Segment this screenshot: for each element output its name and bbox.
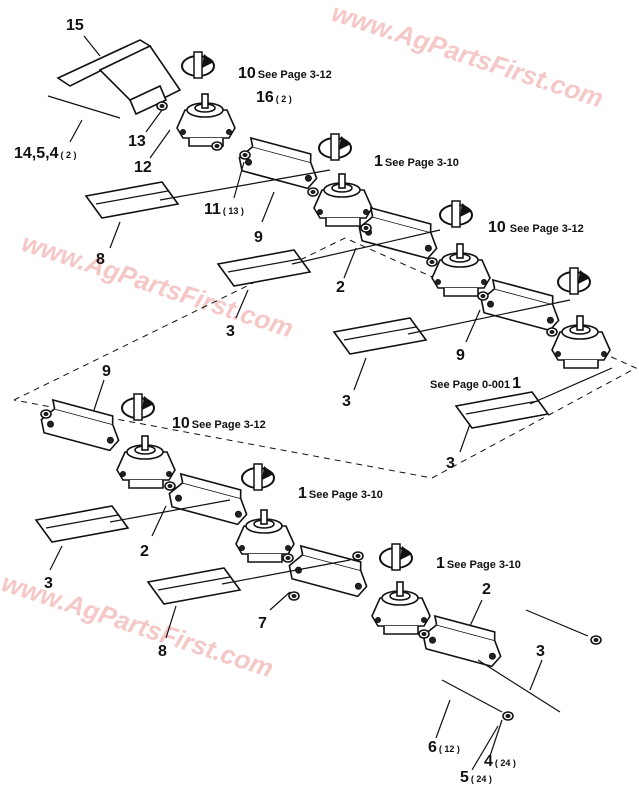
- callout-9-c: 9: [102, 363, 111, 380]
- callout-2-c: 2: [482, 581, 491, 598]
- callout-2-b: 2: [140, 543, 149, 560]
- callout-6: 6( 12 ): [428, 739, 460, 756]
- knives-lower: [35, 499, 351, 605]
- callout-3-c: 3: [446, 455, 455, 472]
- callout-15: 15: [66, 17, 84, 34]
- callout-8-b: 8: [158, 643, 167, 660]
- continuation-dashed-line: [13, 237, 638, 479]
- leader-lines: [49, 35, 543, 771]
- callout-3-e: 3: [536, 643, 545, 660]
- callout-3-a: 3: [226, 323, 235, 340]
- callout-7: 7: [258, 615, 267, 632]
- callout-3-b: 3: [342, 393, 351, 410]
- callout-3-d: 3: [44, 575, 53, 592]
- watermark-1: www.AgPartsFirst.com: [328, 0, 607, 113]
- callout-12: 12: [134, 159, 152, 176]
- callout-9-a: 9: [254, 229, 263, 246]
- callout-2-a: 2: [336, 279, 345, 296]
- knives-upper: [85, 169, 613, 429]
- mounting-bracket: [47, 39, 182, 119]
- callout-8-a: 8: [96, 251, 105, 268]
- callout-4: 4( 24 ): [484, 753, 516, 770]
- callout-16: 16( 2 ): [256, 89, 292, 106]
- callout-9-b: 9: [456, 347, 465, 364]
- drive-shafts: [441, 609, 602, 721]
- callout-13: 13: [128, 133, 146, 150]
- callout-11: 11( 13 ): [204, 201, 244, 218]
- callout-5: 5( 24 ): [460, 769, 492, 786]
- callout-14-5-4: 14,5,4( 2 ): [14, 145, 77, 162]
